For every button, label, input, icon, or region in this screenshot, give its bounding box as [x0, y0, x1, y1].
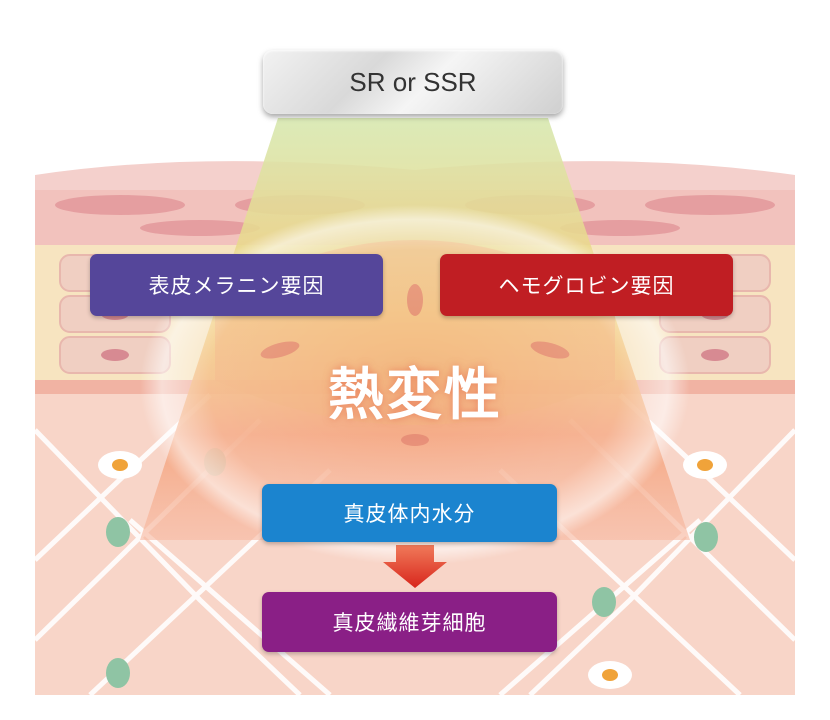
melanin-factor-label: 表皮メラニン要因: [90, 254, 383, 316]
dermal-water-label: 真皮体内水分: [262, 484, 557, 542]
surface-cells: [55, 195, 775, 236]
hemoglobin-factor-label: ヘモグロビン要因: [440, 254, 733, 316]
device-label: SR or SSR: [263, 50, 563, 114]
fibroblast-label: 真皮繊維芽細胞: [262, 592, 557, 652]
thermal-denaturation-label: 熱変性: [328, 362, 502, 428]
down-arrow: [383, 545, 447, 588]
